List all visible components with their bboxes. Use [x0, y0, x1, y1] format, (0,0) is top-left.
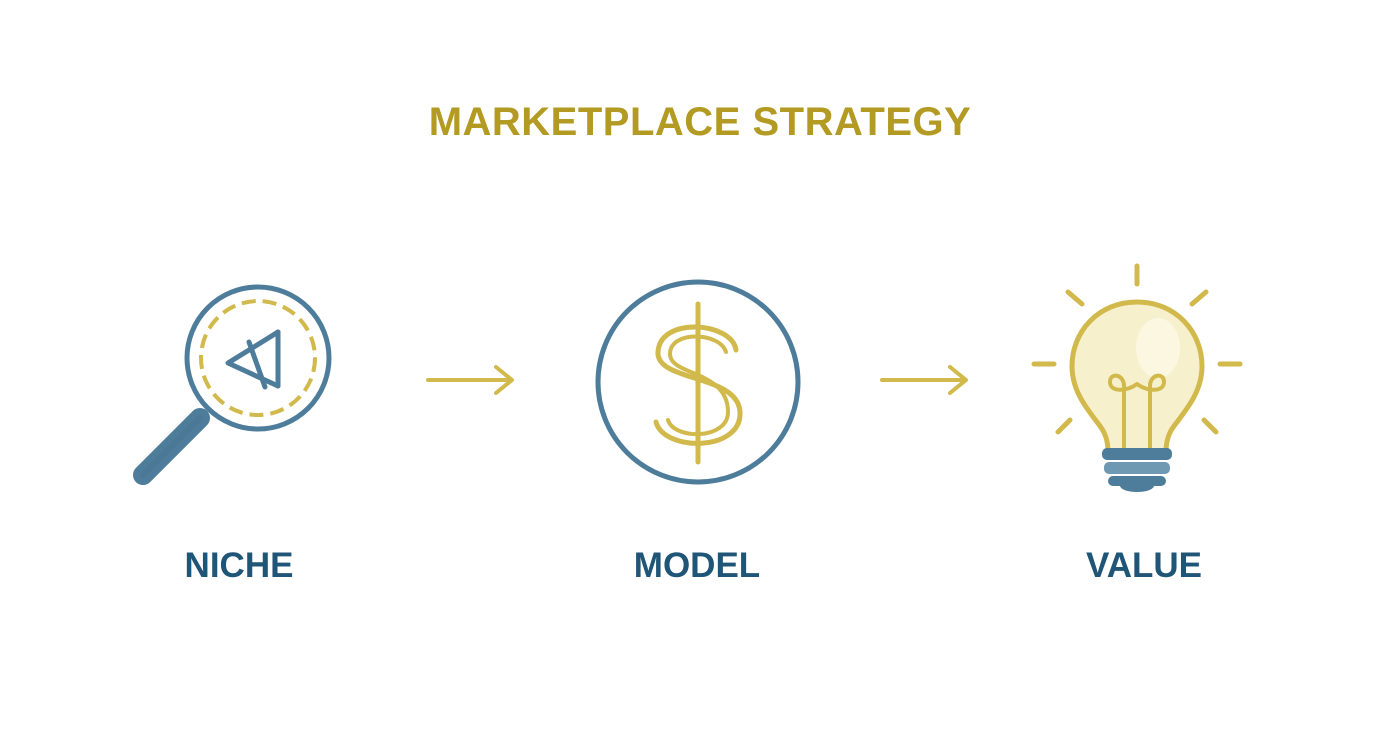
arrow-right-icon [880, 362, 970, 398]
dollar-sign-icon [594, 278, 802, 486]
step-label-model: MODEL [633, 546, 761, 585]
arrow-right-icon [426, 362, 516, 398]
magnifier-target-icon [128, 284, 338, 491]
step-label-niche: NICHE [184, 546, 294, 585]
step-label-value: VALUE [1085, 546, 1203, 585]
lightbulb-icon [1030, 262, 1245, 500]
diagram-title: MARKETPLACE STRATEGY [428, 100, 972, 144]
